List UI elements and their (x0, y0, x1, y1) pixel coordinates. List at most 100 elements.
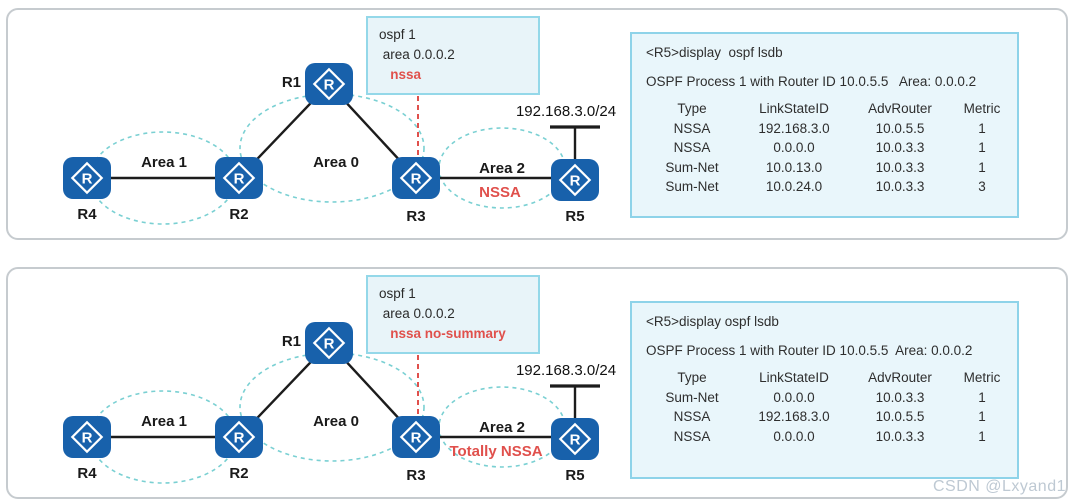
area2-label: Area 2 (479, 419, 525, 436)
svg-text:R: R (324, 336, 335, 353)
lsdb-header: Type (677, 370, 707, 385)
lsdb-cell: NSSA (673, 140, 711, 155)
router-label-r4: R4 (77, 206, 97, 223)
lsdb-cell: 1 (978, 140, 986, 155)
lsdb-header: Metric (963, 101, 1001, 116)
svg-text:R: R (234, 430, 245, 447)
router-icon: R (222, 161, 256, 195)
lsdb-header: Type (677, 101, 707, 116)
area0-label: Area 0 (313, 413, 359, 430)
area1-label: Area 1 (141, 413, 187, 430)
ospf-config-box: ospf 1 area 0.0.0.2 nssa (366, 16, 540, 95)
router-r1: R (305, 322, 353, 364)
router-label-r4: R4 (77, 465, 97, 482)
config-line-2: area 0.0.0.2 (379, 306, 455, 321)
lsdb-cell: 10.0.3.3 (875, 159, 925, 175)
config-line-3: nssa (379, 67, 422, 82)
config-line-1: ospf 1 (379, 286, 416, 301)
lsdb-header: Metric (963, 370, 1001, 385)
lsdb-cell: NSSA (673, 428, 711, 444)
router-label-r1: R1 (281, 333, 301, 350)
lan-network-label: 192.168.3.0/24 (515, 362, 617, 379)
router-icon: R (399, 161, 433, 195)
area0-ellipse (239, 93, 425, 203)
lsdb-cell: 10.0.24.0 (765, 179, 823, 194)
config-line-1: ospf 1 (379, 27, 416, 42)
svg-text:R: R (411, 430, 422, 447)
terminal-command: <R5>display ospf lsdb (646, 45, 783, 60)
terminal-command: <R5>display ospf lsdb (646, 314, 779, 329)
router-r3: R (392, 416, 440, 458)
svg-text:R: R (411, 171, 422, 188)
svg-text:R: R (82, 171, 93, 188)
lsdb-header: AdvRouter (868, 370, 932, 385)
svg-text:R: R (324, 77, 335, 94)
terminal-process-line: OSPF Process 1 with Router ID 10.0.5.5 A… (646, 343, 973, 358)
lsdb-cell: NSSA (673, 120, 711, 136)
router-r4: R (63, 416, 111, 458)
lsdb-cell: 192.168.3.0 (758, 120, 830, 136)
lsdb-terminal-box: <R5>display ospf lsdb OSPF Process 1 wit… (630, 32, 1019, 218)
svg-text:R: R (82, 430, 93, 447)
lan-network-label: 192.168.3.0/24 (515, 103, 617, 120)
router-r4: R (63, 157, 111, 199)
router-label-r2: R2 (229, 465, 249, 482)
lsdb-cell: 0.0.0.0 (773, 428, 815, 444)
router-r5: R (551, 418, 599, 460)
lsdb-cell: 10.0.3.3 (875, 140, 925, 155)
lsdb-cell: Sum-Net (665, 389, 719, 405)
router-label-r5: R5 (565, 208, 585, 225)
config-line-3: nssa no-summary (379, 326, 506, 341)
area2-type-label: NSSA (479, 184, 521, 201)
lsdb-cell: 1 (978, 409, 986, 424)
router-icon: R (558, 422, 592, 456)
router-label-r5: R5 (565, 467, 585, 484)
lsdb-cell: 10.0.13.0 (765, 159, 823, 175)
lsdb-terminal-box: <R5>display ospf lsdb OSPF Process 1 wit… (630, 301, 1019, 479)
router-r3: R (392, 157, 440, 199)
csdn-watermark: CSDN @Lxyand1 (932, 478, 1066, 495)
router-icon: R (399, 420, 433, 454)
lsdb-cell: NSSA (673, 409, 711, 424)
lsdb-table: Type LinkStateID AdvRouter Metric Sum-Ne… (646, 368, 1017, 446)
svg-text:R: R (234, 171, 245, 188)
lsdb-cell: 10.0.3.3 (875, 428, 925, 444)
panel-nssa: R R R R R R4 R2 R1 R3 R5 Area 1 Area 0 A… (6, 8, 1068, 240)
lsdb-cell: Sum-Net (665, 159, 719, 175)
lsdb-cell: 3 (978, 179, 986, 194)
lsdb-cell: Sum-Net (665, 179, 719, 194)
svg-text:R: R (570, 173, 581, 190)
router-icon: R (312, 326, 346, 360)
area1-label: Area 1 (141, 154, 187, 171)
lsdb-header: LinkStateID (759, 370, 829, 385)
router-label-r1: R1 (281, 74, 301, 91)
router-r1: R (305, 63, 353, 105)
area2-label: Area 2 (479, 160, 525, 177)
router-label-r3: R3 (406, 467, 426, 484)
lsdb-cell: 0.0.0.0 (773, 389, 815, 405)
terminal-process-line: OSPF Process 1 with Router ID 10.0.5.5 A… (646, 74, 977, 89)
lsdb-cell: 1 (978, 428, 986, 444)
lsdb-cell: 10.0.3.3 (875, 179, 925, 194)
lsdb-cell: 192.168.3.0 (758, 409, 830, 424)
router-label-r3: R3 (406, 208, 426, 225)
router-r2: R (215, 416, 263, 458)
config-line-2: area 0.0.0.2 (379, 47, 455, 62)
router-r2: R (215, 157, 263, 199)
router-icon: R (70, 161, 104, 195)
svg-text:R: R (570, 432, 581, 449)
area0-ellipse (239, 352, 425, 462)
lsdb-cell: 1 (978, 159, 986, 175)
lsdb-header: AdvRouter (868, 101, 932, 116)
panel-totally-nssa: R R R R R R4 R2 R1 R3 R5 Area 1 Area 0 A… (6, 267, 1068, 499)
ospf-config-box: ospf 1 area 0.0.0.2 nssa no-summary (366, 275, 540, 354)
lsdb-cell: 1 (978, 120, 986, 136)
lsdb-cell: 1 (978, 389, 986, 405)
lsdb-cell: 0.0.0.0 (773, 140, 815, 155)
area2-type-label: Totally NSSA (449, 443, 543, 460)
router-label-r2: R2 (229, 206, 249, 223)
router-icon: R (222, 420, 256, 454)
lsdb-header: LinkStateID (759, 101, 829, 116)
area0-label: Area 0 (313, 154, 359, 171)
